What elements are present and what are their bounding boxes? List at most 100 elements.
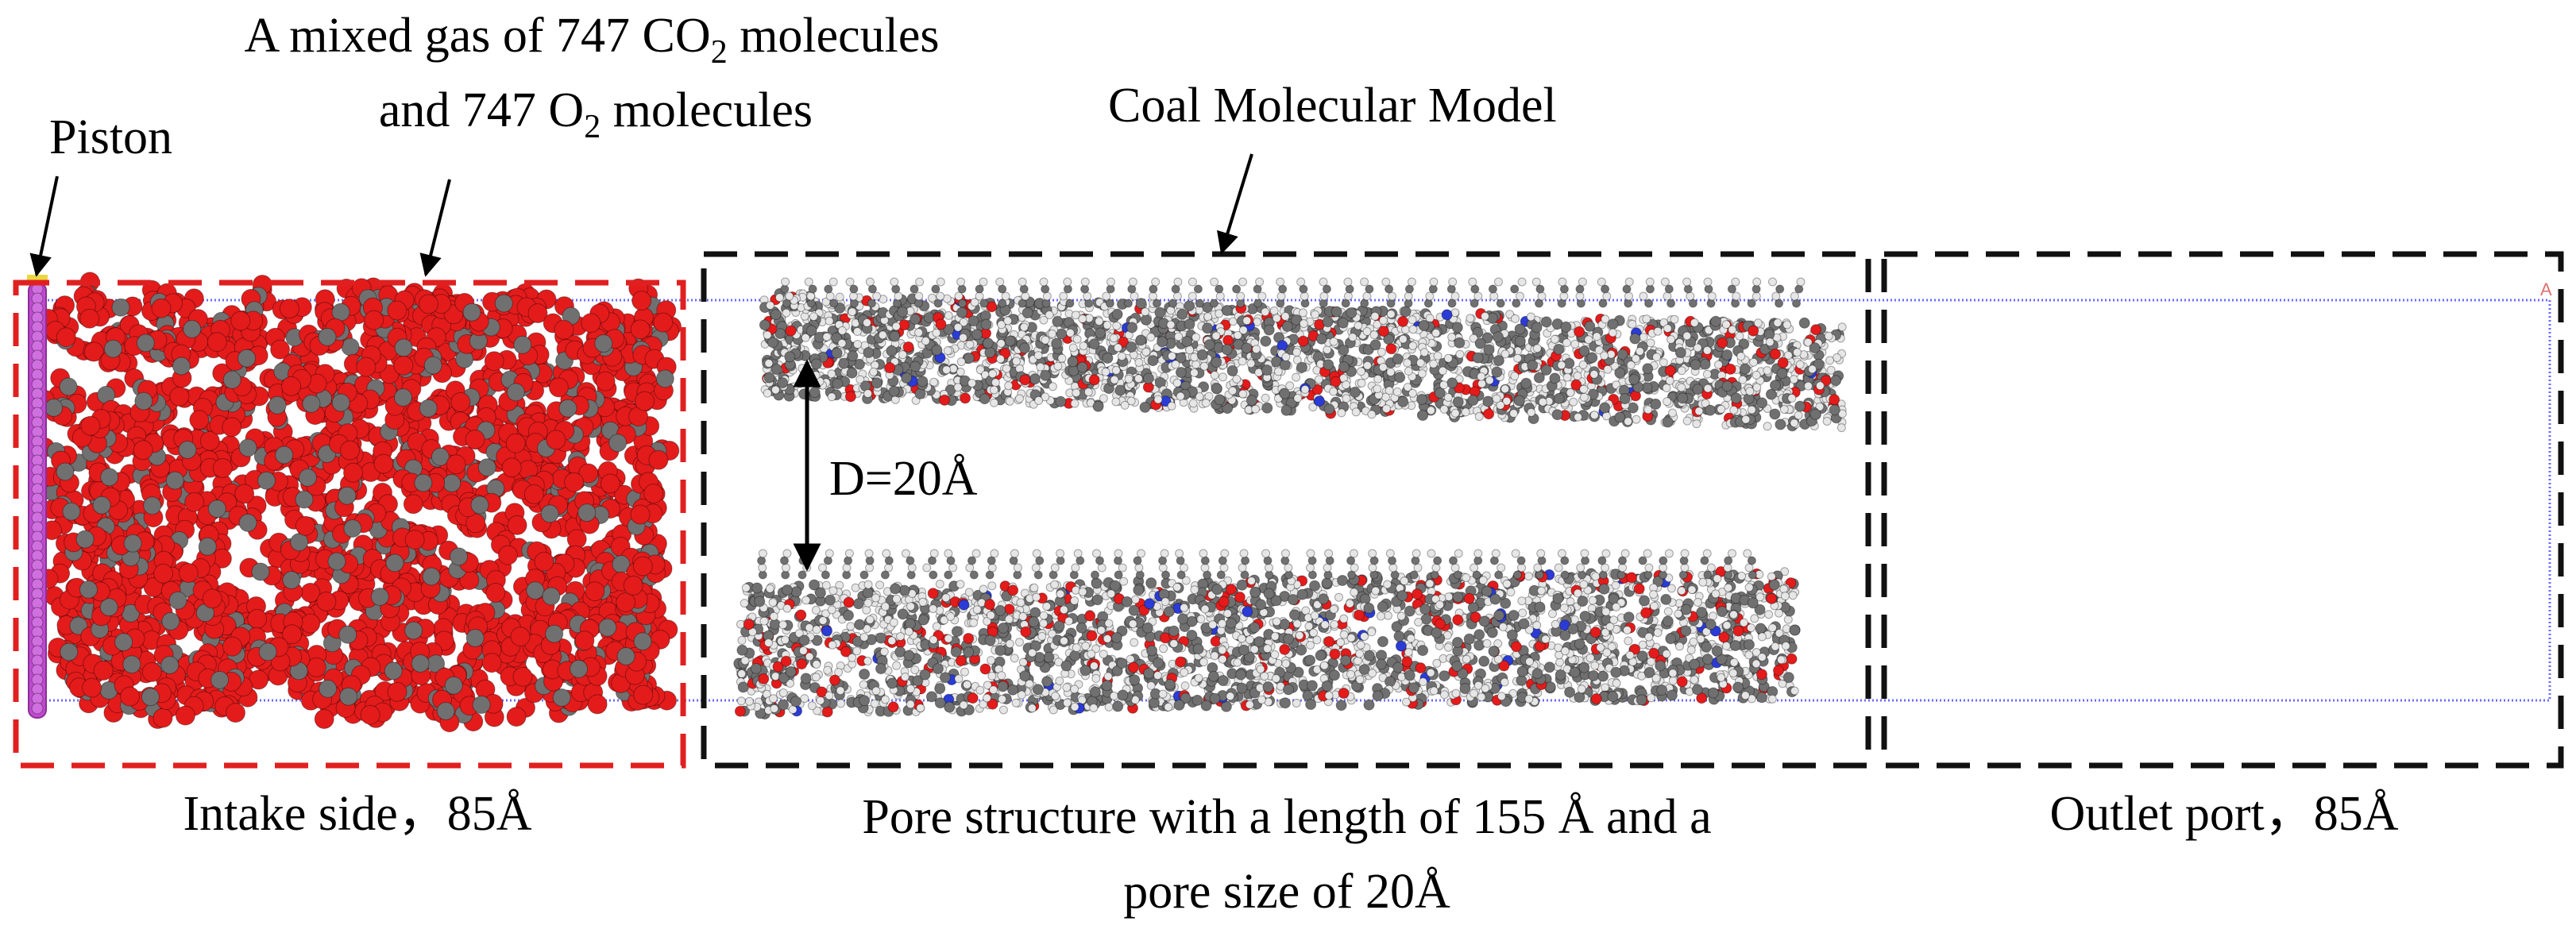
carbon-atom [141,688,160,707]
coal-atom [1644,299,1654,308]
coal-atom [1717,337,1728,349]
coal-atom [1202,322,1214,334]
coal-atom [1176,308,1188,320]
coal-atom [1439,380,1449,390]
coal-atom [1477,372,1486,381]
coal-atom [1510,372,1520,381]
coal-atom [1203,312,1213,322]
coal-atom [1041,299,1051,308]
carbon-atom [570,659,589,678]
coal-atom [1705,404,1716,416]
coal-atom [1070,399,1079,408]
coal-atom [1246,359,1256,368]
oxygen-atom [600,473,620,494]
coal-atom [1717,404,1726,414]
coal-atom [1392,387,1402,396]
coal-atom [1677,366,1686,376]
coal-atom [1520,377,1532,389]
coal-atom [1509,409,1519,418]
coal-atom [1510,284,1520,294]
coal-atom [1527,360,1539,371]
coal-atom [1293,393,1303,403]
carbon-atom [545,624,564,643]
coal-atom [1663,324,1672,334]
coal-atom [1001,291,1010,301]
coal-atom [1470,284,1480,294]
coal-atom [849,284,859,294]
coal-atom [774,293,784,303]
coal-atom [960,392,971,404]
coal-atom [1427,406,1435,415]
coal-atom [979,393,991,405]
carbon-atom [172,357,191,376]
coal-atom [1385,343,1397,355]
coal-atom [1261,307,1270,317]
coal-atom [1765,337,1775,347]
coal-atom [1652,353,1661,362]
carbon-atom [56,462,75,481]
coal-atom [1080,284,1090,294]
coal-atom [1191,333,1201,342]
carbon-atom [422,567,441,586]
coal-atom [1337,408,1346,418]
coal-atom [1190,368,1199,377]
oxygen-atom [648,449,669,470]
oxygen-atom [222,636,242,657]
coal-atom [1488,284,1497,294]
coal-atom [1408,388,1417,398]
coal-atom [1357,379,1366,388]
oxygen-atom [643,484,664,503]
coal-atom [1599,402,1611,414]
coal-atom [1338,345,1350,356]
oxygen-atom [175,705,195,726]
coal-atom [957,284,967,294]
coal-atom [1751,370,1761,380]
coal-atom [1404,284,1414,294]
coal-atom [1241,342,1253,354]
coal-atom [1496,299,1505,308]
coal-atom [1365,284,1374,294]
coal-atom [1830,375,1842,387]
coal-atom [1724,363,1736,375]
oxygen-atom [512,666,533,687]
coal-atom [764,359,774,368]
coal-atom [1794,400,1806,412]
coal-atom [914,388,926,399]
oxygen-atom [404,530,425,550]
coal-atom [1345,284,1354,294]
coal-atom [1575,284,1585,294]
coal-atom [884,362,896,374]
coal-atom [1562,338,1571,348]
coal-atom [1385,284,1394,294]
coal-atom [1562,372,1572,382]
coal-atom [1741,415,1751,424]
coal-atom [1770,348,1781,360]
carbon-atom [542,587,561,606]
coal-atom [822,332,832,341]
coal-atom [1578,360,1588,369]
coal-atom [1236,291,1246,301]
coal-atom [1513,353,1523,363]
coal-atom [1111,308,1123,320]
coal-atom [1109,334,1118,343]
oxygen-atom [202,588,222,609]
coal-atom [1417,410,1429,421]
coal-atom [1348,333,1358,342]
carbon-atom [404,621,423,640]
coal-atom [936,291,945,301]
coal-atom [1323,359,1334,371]
oxygen-atom [189,410,210,430]
coal-atom [1095,327,1106,339]
oxygen-atom [564,472,585,492]
coal-atom [1199,361,1209,371]
coal-atom [1088,338,1100,350]
coal-atom [1443,353,1453,363]
coal-atom [1172,378,1182,388]
coal-atom [849,299,859,308]
coal-atom [1193,284,1203,294]
coal-atom [990,385,998,395]
coal-atom [1721,349,1733,361]
coal-atom [1517,277,1527,287]
coal-atom [1386,368,1396,377]
coal-atom [975,284,984,294]
